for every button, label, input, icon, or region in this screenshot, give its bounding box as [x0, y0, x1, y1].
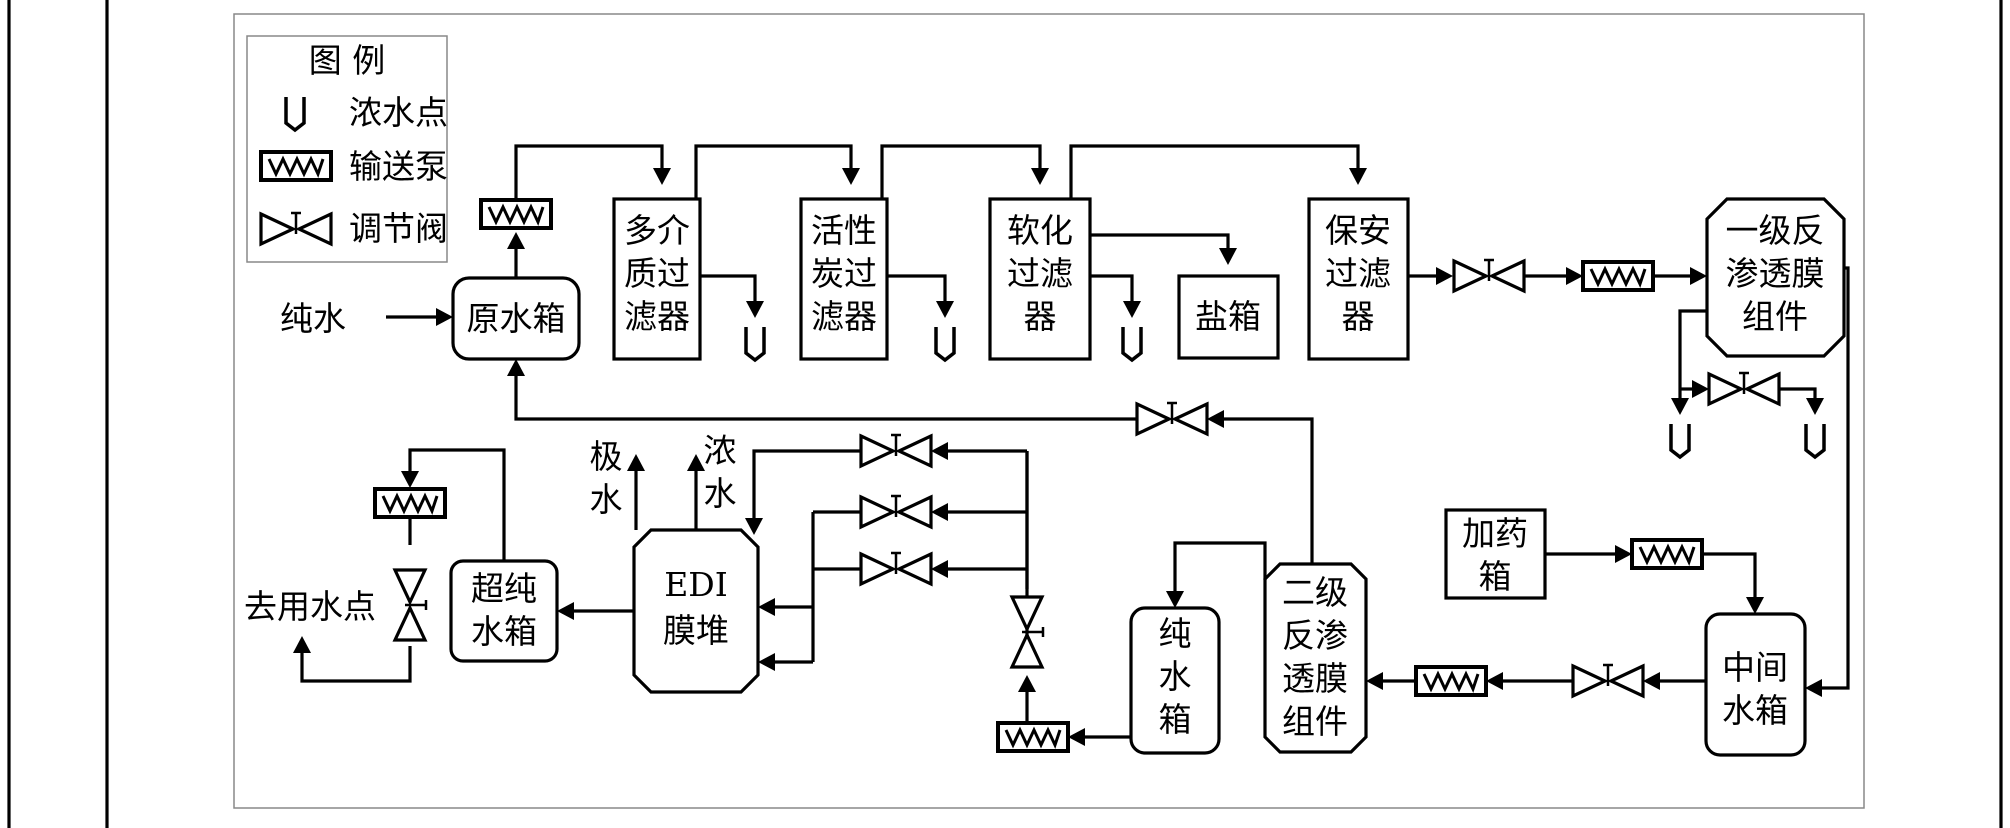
security-filter: 保安 过滤 器: [1307, 197, 1410, 361]
edi-inlet-valve-2-icon: [859, 551, 933, 586]
pure-water-pump-icon: [996, 721, 1070, 753]
svg-text:软化: 软化: [1007, 211, 1073, 250]
svg-text:组件: 组件: [1282, 702, 1348, 741]
ro1-drain-1-icon: [1669, 422, 1691, 459]
to-use-point-label: 去用水点: [244, 587, 376, 626]
ro1-drain-valve-icon: [1707, 371, 1781, 406]
electrode-water-label-1: 极: [590, 437, 623, 476]
recycle-valve-icon: [1135, 401, 1209, 436]
use-point-valve-icon: [393, 568, 428, 642]
legend-label-valve: 调节阀: [349, 209, 448, 248]
svg-text:过滤: 过滤: [1325, 254, 1391, 293]
svg-text:中间: 中间: [1722, 648, 1788, 687]
svg-text:反渗: 反渗: [1282, 616, 1348, 655]
svg-text:炭过: 炭过: [811, 254, 877, 293]
intermediate-water-tank: 中间 水箱: [1704, 612, 1807, 757]
dosing-tank: 加药 箱: [1444, 508, 1547, 600]
diagram-frame: [233, 13, 1865, 809]
multi-media-filter: 多介 质过 滤器: [612, 197, 702, 361]
second-stage-ro-module: 二级 反渗 透膜 组件: [1263, 562, 1368, 754]
svg-text:组件: 组件: [1742, 297, 1808, 336]
raw-water-tank: 原水箱: [451, 276, 581, 361]
concentrate-water-label-2: 水: [704, 474, 737, 513]
pure-water-tank: 纯 水 箱: [1129, 606, 1221, 755]
svg-text:器: 器: [1024, 297, 1057, 336]
svg-text:水箱: 水箱: [1722, 691, 1788, 730]
svg-text:EDI: EDI: [664, 565, 728, 604]
softener-filter: 软化 过滤 器: [988, 197, 1092, 361]
svg-text:渗透膜: 渗透膜: [1726, 254, 1825, 293]
legend-label-concentrate-point: 浓水点: [349, 93, 448, 132]
svg-text:器: 器: [1342, 297, 1375, 336]
pure-water-inlet-label: 纯水: [280, 299, 346, 338]
electrode-water-label-2: 水: [590, 480, 623, 519]
svg-text:保安: 保安: [1325, 211, 1391, 250]
edi-inlet-valve-1-icon: [859, 494, 933, 529]
svg-text:二级: 二级: [1282, 573, 1348, 612]
concentrate-water-label-1: 浓: [704, 431, 737, 470]
svg-text:多介: 多介: [624, 211, 690, 250]
edi-feed-valve-icon: [1010, 595, 1045, 669]
svg-text:活性: 活性: [811, 211, 877, 250]
svg-text:膜堆: 膜堆: [663, 611, 729, 650]
flow-lines: [293, 144, 1850, 746]
raw-water-pump-icon: [479, 198, 553, 230]
svg-text:滤器: 滤器: [811, 297, 877, 336]
svg-text:滤器: 滤器: [624, 297, 690, 336]
multimedia-drain-icon: [744, 325, 766, 362]
ro1-feed-pump-icon: [1581, 260, 1655, 292]
activated-carbon-filter: 活性 炭过 滤器: [799, 197, 889, 361]
svg-text:箱: 箱: [1159, 700, 1192, 739]
edi-concentrate-valve-icon: [859, 433, 933, 468]
carbon-drain-icon: [934, 325, 956, 362]
ro2-feed-pump-icon: [1414, 665, 1488, 697]
svg-text:过滤: 过滤: [1007, 254, 1073, 293]
ro1-drain-2-icon: [1804, 422, 1826, 459]
svg-text:盐箱: 盐箱: [1195, 297, 1261, 336]
ro1-inlet-valve-icon: [1452, 258, 1526, 293]
svg-text:原水箱: 原水箱: [467, 299, 566, 338]
legend-label-pump: 输送泵: [349, 147, 448, 186]
ultrapure-water-tank: 超纯 水箱: [449, 559, 559, 663]
legend: 图 例 浓水点 输送泵 调节阀: [246, 35, 448, 263]
legend-title: 图 例: [309, 41, 386, 80]
edi-membrane-stack: EDI 膜堆: [632, 528, 760, 694]
first-stage-ro-module: 一级反 渗透膜 组件: [1705, 197, 1846, 358]
svg-text:一级反: 一级反: [1726, 211, 1825, 250]
svg-text:水: 水: [1159, 657, 1192, 696]
svg-text:质过: 质过: [624, 254, 690, 293]
salt-tank: 盐箱: [1177, 274, 1280, 360]
svg-text:加药: 加药: [1462, 514, 1528, 553]
svg-text:纯: 纯: [1159, 614, 1192, 653]
ro2-inlet-valve-icon: [1571, 663, 1645, 698]
pump-icon: [259, 150, 333, 182]
svg-text:箱: 箱: [1479, 557, 1512, 596]
svg-text:水箱: 水箱: [471, 612, 537, 651]
dosing-pump-icon: [1630, 538, 1704, 570]
ultrapure-water-pump-icon: [373, 487, 447, 519]
svg-text:超纯: 超纯: [471, 569, 537, 608]
svg-text:透膜: 透膜: [1282, 659, 1348, 698]
softener-drain-icon: [1121, 325, 1143, 362]
